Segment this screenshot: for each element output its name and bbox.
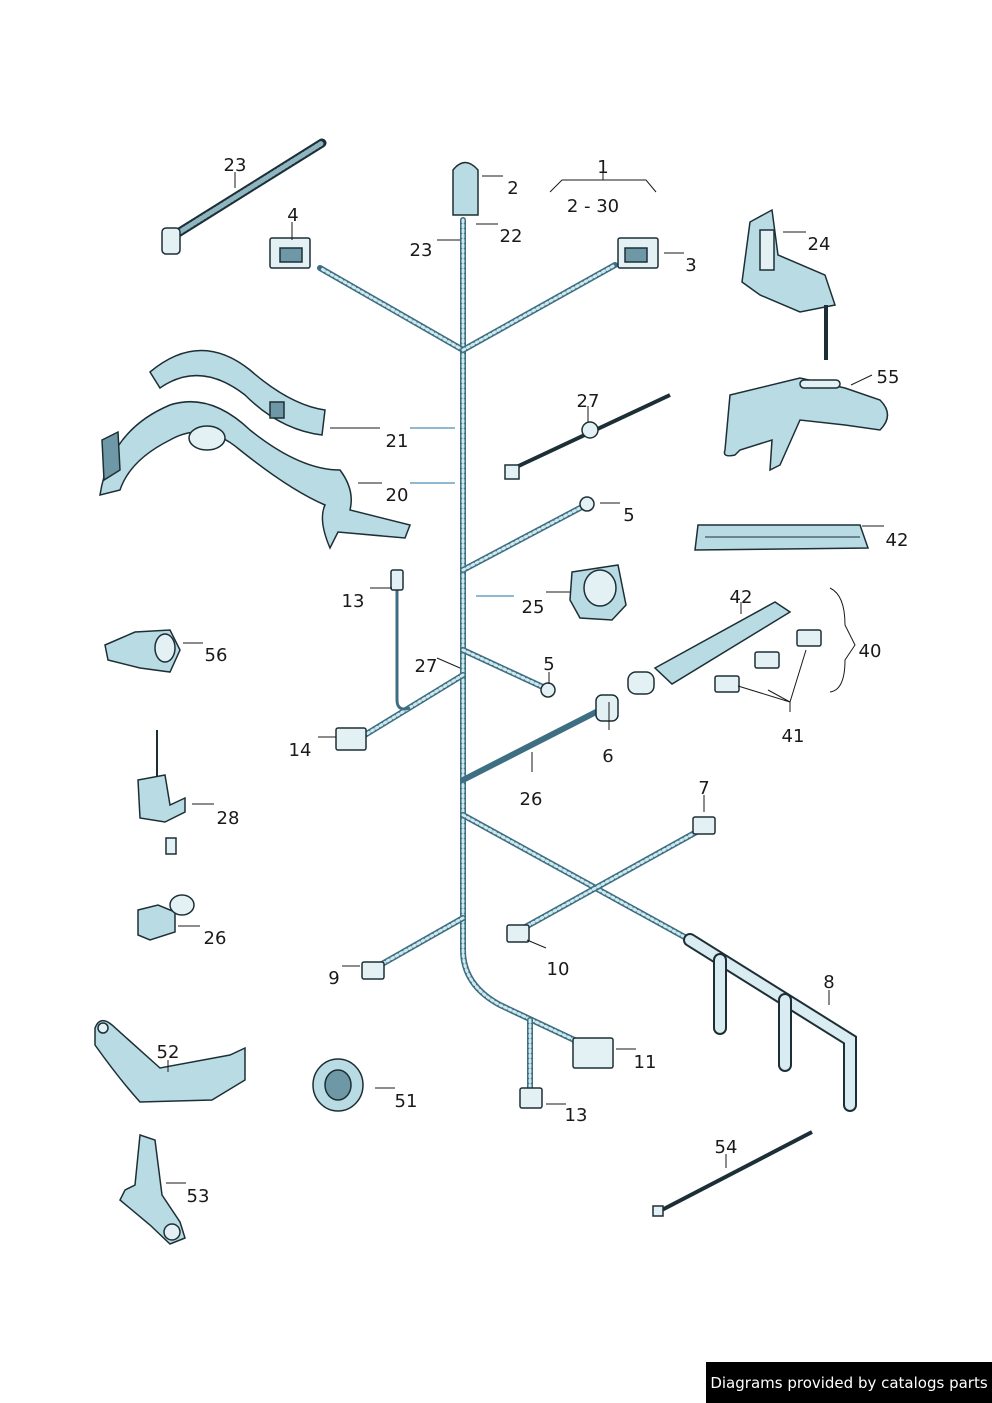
channel-20 bbox=[99, 401, 412, 550]
callout-20: 20 bbox=[386, 485, 409, 506]
callout-6: 6 bbox=[602, 746, 613, 767]
credit-banner: Diagrams provided by catalogs parts bbox=[706, 1362, 992, 1403]
callout-23-top: 23 bbox=[224, 155, 247, 176]
callout-40: 40 bbox=[859, 641, 882, 662]
callout-41: 41 bbox=[782, 726, 805, 747]
bracket-53 bbox=[119, 1133, 186, 1245]
connector-9 bbox=[361, 961, 385, 980]
cable-tie-54 bbox=[652, 1130, 813, 1217]
connector-13-lower bbox=[519, 1087, 543, 1109]
callout-26-left: 26 bbox=[204, 928, 227, 949]
connector-2 bbox=[452, 161, 479, 216]
callout-13-lower: 13 bbox=[565, 1105, 588, 1126]
leader-lines bbox=[166, 172, 884, 1184]
clip-25 bbox=[569, 564, 627, 621]
bracket-55 bbox=[723, 377, 889, 472]
eyelet-5-upper bbox=[579, 496, 595, 512]
connector-11 bbox=[572, 1037, 614, 1069]
callout-27-center: 27 bbox=[415, 656, 438, 677]
callout-2-30: 2 - 30 bbox=[567, 196, 619, 217]
callout-8: 8 bbox=[823, 972, 834, 993]
callout-5-upper: 5 bbox=[623, 505, 634, 526]
callout-21: 21 bbox=[386, 431, 409, 452]
bracket-24 bbox=[741, 208, 836, 360]
connector-14 bbox=[335, 727, 367, 751]
callout-28: 28 bbox=[217, 808, 240, 829]
callout-22: 22 bbox=[500, 226, 523, 247]
callout-56: 56 bbox=[205, 645, 228, 666]
bracket-52 bbox=[94, 1019, 246, 1103]
callout-26-center: 26 bbox=[520, 789, 543, 810]
callout-24: 24 bbox=[808, 234, 831, 255]
callouts: 1 2 - 30 2 3 4 22 23 23 24 55 27 21 20 5… bbox=[157, 155, 909, 1207]
callout-27-top: 27 bbox=[577, 391, 600, 412]
callout-54: 54 bbox=[715, 1137, 738, 1158]
callout-5-lower: 5 bbox=[543, 654, 554, 675]
callout-10: 10 bbox=[547, 959, 570, 980]
credit-text: Diagrams provided by catalogs parts bbox=[710, 1373, 988, 1392]
connector-4 bbox=[269, 237, 311, 269]
callout-25: 25 bbox=[522, 597, 545, 618]
connector-3 bbox=[617, 237, 659, 269]
connector-10 bbox=[506, 924, 530, 943]
callout-1: 1 bbox=[597, 157, 608, 178]
callout-55: 55 bbox=[877, 367, 900, 388]
connector-13-upper bbox=[390, 569, 404, 591]
harness-8 bbox=[683, 933, 857, 1112]
callout-53: 53 bbox=[187, 1186, 210, 1207]
callout-2: 2 bbox=[507, 178, 518, 199]
callout-3: 3 bbox=[685, 255, 696, 276]
main-harness bbox=[317, 217, 703, 1093]
clip-26 bbox=[137, 894, 195, 941]
harness-40 bbox=[627, 587, 856, 695]
callout-51: 51 bbox=[395, 1091, 418, 1112]
callout-4: 4 bbox=[287, 205, 298, 226]
rail-42-upper bbox=[694, 524, 870, 551]
channel-21 bbox=[149, 349, 326, 436]
callout-23-center: 23 bbox=[410, 240, 433, 261]
callout-52: 52 bbox=[157, 1042, 180, 1063]
callout-7: 7 bbox=[698, 778, 709, 799]
callout-11: 11 bbox=[634, 1052, 657, 1073]
callout-42: 42 bbox=[730, 587, 753, 608]
grommet-51 bbox=[312, 1058, 364, 1112]
clip-56 bbox=[104, 629, 181, 673]
connector-6 bbox=[595, 694, 619, 722]
cable-tie-27 bbox=[504, 393, 671, 480]
callout-9: 9 bbox=[328, 968, 339, 989]
strap-23 bbox=[161, 138, 327, 255]
eyelet-5-lower bbox=[540, 682, 556, 698]
callout-13-upper: 13 bbox=[342, 591, 365, 612]
callout-42-right: 42 bbox=[886, 530, 909, 551]
connector-7 bbox=[692, 816, 716, 835]
callout-14: 14 bbox=[289, 740, 312, 761]
part-28 bbox=[137, 730, 186, 855]
